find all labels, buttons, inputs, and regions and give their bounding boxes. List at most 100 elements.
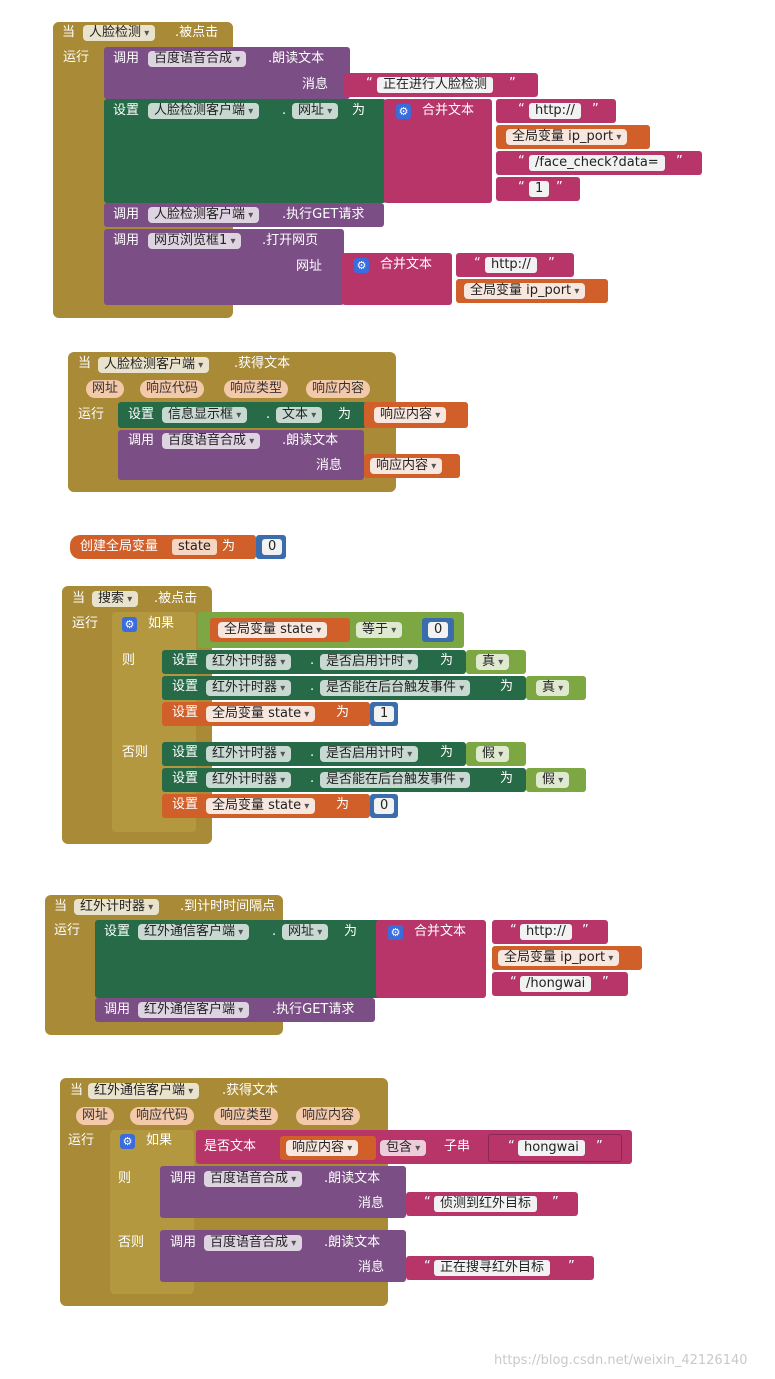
t1-field[interactable]: http:// [529,103,581,119]
prop-dropdown[interactable]: 是否启用计时 [320,746,419,762]
watermark: https://blog.csdn.net/weixin_42126140 [494,1353,748,1368]
param-code[interactable]: 响应代码 [130,1107,195,1125]
quote-close: ” [596,1139,603,1154]
timer-dropdown[interactable]: 红外计时器 [206,746,292,762]
speak-component-dropdown[interactable]: 百度语音合成 [162,433,261,449]
var-dropdown[interactable]: 响应内容 [370,458,443,474]
param-content[interactable]: 响应内容 [306,380,371,398]
global-state-dropdown[interactable]: 全局变量 state [218,622,328,638]
set-prop-dropdown[interactable]: 网址 [292,103,339,119]
if-label: 如果 [148,616,175,631]
timer-dropdown[interactable]: 红外计时器 [206,772,292,788]
speak-method-label: .朗读文本 [282,433,339,448]
gear-icon[interactable]: ⚙ [120,1134,135,1149]
message-label: 消息 [316,458,343,473]
quote-open: “ [510,975,517,990]
quote-close: ” [509,76,516,91]
param-content[interactable]: 响应内容 [296,1107,361,1125]
event-label: .到计时时间隔点 [180,899,276,914]
speak-component-dropdown[interactable]: 百度语音合成 [204,1171,303,1187]
t4-field[interactable]: http:// [485,257,537,273]
t3-field[interactable]: 1 [529,181,550,197]
param-code[interactable]: 响应代码 [140,380,205,398]
dot-label: . [310,745,315,760]
if-label: 如果 [146,1133,173,1148]
set-label: 设置 [172,745,199,760]
global-var-dropdown[interactable]: 全局变量 ip_port [498,950,620,966]
gear-icon[interactable]: ⚙ [122,617,137,632]
speak-component-dropdown[interactable]: 百度语音合成 [148,51,247,67]
when-label: 当 [70,1083,84,1098]
false-dropdown[interactable]: 假 [476,746,510,762]
needle-field[interactable]: hongwai [518,1140,585,1156]
resp-dropdown[interactable]: 响应内容 [286,1140,359,1156]
quote-close: ” [676,154,683,169]
set-prop-dropdown[interactable]: 文本 [276,407,323,423]
timer-dropdown[interactable]: 红外计时器 [206,654,292,670]
param-type[interactable]: 响应类型 [214,1107,279,1125]
dot-label: . [282,103,287,118]
set-label: 设置 [172,797,199,812]
param-url[interactable]: 网址 [86,380,125,398]
gear-icon[interactable]: ⚙ [354,258,369,273]
set-component-dropdown[interactable]: 人脸检测客户端 [148,103,260,119]
when-label: 当 [72,591,86,606]
prop-dropdown[interactable]: 是否能在后台触发事件 [320,680,471,696]
to-label: 为 [336,797,350,812]
number-field[interactable]: 0 [428,622,449,638]
msg-then-field[interactable]: 侦测到红外目标 [434,1196,538,1212]
gear-icon[interactable]: ⚙ [388,925,403,940]
run-label: 运行 [72,616,99,631]
set-component-dropdown[interactable]: 信息显示框 [162,407,248,423]
false-dropdown[interactable]: 假 [536,772,570,788]
message-label: 消息 [302,77,329,92]
t2-field[interactable]: /face_check?data= [529,155,665,171]
quote-open: “ [508,1139,515,1154]
component-dropdown[interactable]: 红外计时器 [74,899,160,915]
param-type[interactable]: 响应类型 [224,380,289,398]
global-var-dropdown[interactable]: 全局变量 ip_port [506,129,628,145]
timer-dropdown[interactable]: 红外计时器 [206,680,292,696]
true-dropdown[interactable]: 真 [536,680,570,696]
var-dropdown[interactable]: 响应内容 [374,407,447,423]
global-state-dropdown[interactable]: 全局变量 state [206,706,316,722]
quote-open: “ [474,256,481,271]
speak-component-dropdown[interactable]: 百度语音合成 [204,1235,303,1251]
call-component-dropdown[interactable]: 红外通信客户端 [138,1002,250,1018]
param-url[interactable]: 网址 [76,1107,115,1125]
prop-dropdown[interactable]: 是否能在后台触发事件 [320,772,471,788]
call2-component-dropdown[interactable]: 人脸检测客户端 [148,207,260,223]
t2-field[interactable]: /hongwai [520,976,592,992]
global-state-dropdown[interactable]: 全局变量 state [206,798,316,814]
number-field[interactable]: 0 [374,798,395,814]
number-field[interactable]: 1 [374,706,395,722]
message-label: 消息 [358,1260,385,1275]
true-dropdown[interactable]: 真 [476,654,510,670]
set-prop-dropdown[interactable]: 网址 [282,924,329,940]
msg-else-field[interactable]: 正在搜寻红外目标 [434,1260,551,1276]
quote-open: “ [518,154,525,169]
equals-dropdown[interactable]: 等于 [356,622,403,638]
run-label: 运行 [54,923,81,938]
quote-close: ” [602,975,609,990]
component-dropdown[interactable]: 人脸检测 [83,25,156,41]
component-dropdown[interactable]: 人脸检测客户端 [98,357,210,373]
t1-field[interactable]: http:// [520,924,572,940]
state-name-field[interactable]: state [172,539,217,555]
call2-method-label: .执行GET请求 [282,207,365,222]
event-label: .获得文本 [222,1083,279,1098]
number-field[interactable]: 0 [262,539,283,555]
prop-dropdown[interactable]: 是否启用计时 [320,654,419,670]
run-label: 运行 [63,50,90,65]
msg-field[interactable]: 正在进行人脸检测 [377,77,494,93]
component-dropdown[interactable]: 红外通信客户端 [88,1083,200,1099]
set-label: 设置 [172,705,199,720]
contains-dropdown[interactable]: 包含 [380,1140,427,1156]
to-label: 为 [222,539,236,554]
init-global-state-block[interactable] [70,535,256,559]
global-var-dropdown[interactable]: 全局变量 ip_port [464,283,586,299]
component-dropdown[interactable]: 搜索 [92,591,139,607]
gear-icon[interactable]: ⚙ [396,104,411,119]
call3-component-dropdown[interactable]: 网页浏览框1 [148,233,242,249]
set-component-dropdown[interactable]: 红外通信客户端 [138,924,250,940]
